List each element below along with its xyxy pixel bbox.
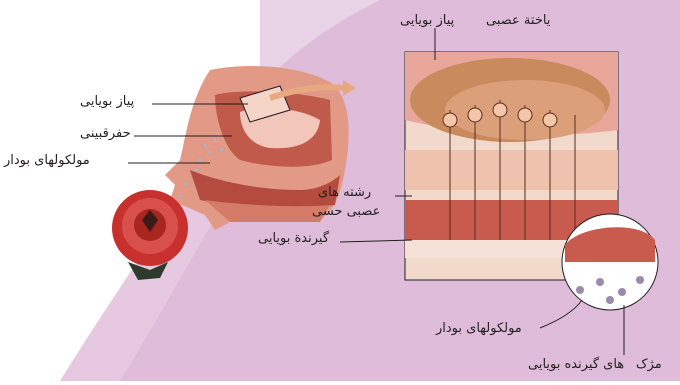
- receptor-cell-label: های گیرنده بویایی: [528, 358, 624, 373]
- sensory-fibers-label-line1: رشته های: [318, 186, 371, 201]
- magnified-circle: [562, 214, 658, 310]
- cilia-label: مژک: [636, 358, 662, 373]
- odor-molecules-label-left: مولکولهای بودار: [4, 154, 90, 169]
- olfactory-receptor-label: گیرندة بویایی: [258, 232, 329, 247]
- nasal-cavity-label: حفرقبینی: [80, 127, 131, 142]
- sensory-fibers-label-line2: عصبی حسی: [312, 205, 380, 220]
- olfactory-bulb-top-label: پیاز بویایی: [400, 14, 454, 29]
- olfactory-bulb-label: پیاز بویایی: [80, 95, 134, 110]
- neuron-label: یاختة عصبی: [486, 14, 550, 29]
- odor-molecules-label-right: مولکولهای بودار: [436, 322, 522, 337]
